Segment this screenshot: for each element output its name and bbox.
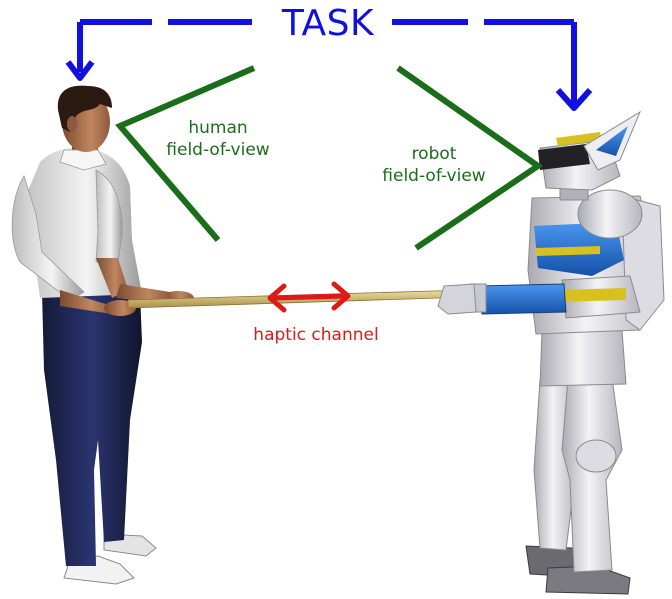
robot-arm-yellow bbox=[556, 288, 626, 302]
human-forearm-back bbox=[60, 290, 112, 314]
robot-hip bbox=[539, 329, 627, 387]
human-fov-label-line2: field-of-view bbox=[166, 140, 270, 160]
human-arm-back bbox=[11, 175, 85, 301]
robot-shoulder bbox=[577, 189, 643, 239]
human-field-of-view-wedge bbox=[115, 65, 256, 242]
robot-head-yellow bbox=[556, 132, 602, 146]
task-right-arrowhead-icon bbox=[555, 88, 593, 111]
task-label: TASK bbox=[281, 3, 375, 44]
human-fov-label: human field-of-view bbox=[150, 117, 286, 161]
human-fov-label-line1: human bbox=[188, 118, 248, 138]
robot-field-of-view-wedge bbox=[396, 65, 544, 251]
robot-chest-yellow bbox=[536, 246, 600, 256]
robot-visor bbox=[538, 144, 590, 170]
task-left-arrowhead-icon bbox=[65, 60, 95, 81]
robot-figure bbox=[437, 110, 665, 595]
task-arrows bbox=[65, 19, 593, 111]
haptic-channel-arrow bbox=[267, 281, 351, 313]
robot-fov-label-line2: field-of-view bbox=[382, 166, 486, 186]
robot-fov-label-line1: robot bbox=[411, 144, 457, 164]
haptic-arrow-left-head-icon bbox=[267, 283, 287, 313]
robot-leg-front bbox=[561, 377, 623, 573]
robot-fin-blue bbox=[596, 126, 628, 156]
haptic-arrow-right-head-icon bbox=[331, 281, 351, 311]
robot-hand bbox=[437, 283, 477, 315]
haptic-channel-label: haptic channel bbox=[253, 325, 379, 345]
robot-forearm bbox=[477, 283, 567, 315]
robot-knee bbox=[575, 439, 617, 473]
haptic-arrow-shaft bbox=[269, 293, 349, 301]
robot-fov-label: robot field-of-view bbox=[366, 143, 502, 187]
human-figure bbox=[11, 85, 194, 585]
human-ear bbox=[67, 116, 77, 132]
human-pants bbox=[42, 292, 142, 566]
